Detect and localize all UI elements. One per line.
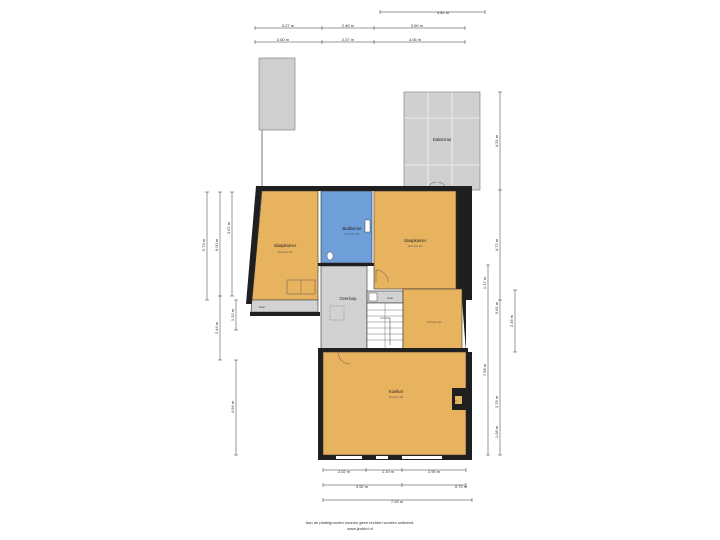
dim-bottom1-a: 2.02 m <box>338 469 351 474</box>
dim-bottom1-b: 1.19 m <box>382 469 395 474</box>
slaapkamer-left-area: m=n.nn m² <box>278 250 292 254</box>
hatch <box>329 305 345 321</box>
top-dimensions <box>254 10 486 44</box>
zolder-label: Koelkar <box>389 389 404 394</box>
room-mid <box>402 288 463 351</box>
dim-left-inner-a: 6.00 m <box>214 238 219 251</box>
badkamer <box>320 190 373 264</box>
dim-top1-a: 3.27 m <box>282 23 295 28</box>
badkamer-label: Badkamer <box>342 226 362 231</box>
dim-left-inner-b: 1.32 m <box>230 308 235 321</box>
toilet-icon <box>326 251 334 261</box>
badkamer-area: m=n.nn m² <box>345 232 359 236</box>
dim-bottom1-c: 2.95 m <box>428 469 441 474</box>
dim-top1-c: 3.59 m <box>411 23 424 28</box>
slaapkamer-right <box>373 190 457 290</box>
overloop-label: Overloop <box>340 296 358 301</box>
dim-right-outer-b: 4.72 m <box>494 238 499 251</box>
dim-bottom3-a: 7.03 m <box>391 499 404 504</box>
dakterras-label: Dakterras <box>433 137 451 142</box>
door-swing-icon <box>375 269 389 283</box>
dim-right-outer-a: 4.31 m <box>494 134 499 147</box>
zolder <box>322 351 467 456</box>
dim-right-inner-c: 2.36 m <box>509 314 514 327</box>
dim-left-outer-a: 5.73 m <box>201 238 206 251</box>
room-mid-area: m=n.nn m² <box>427 320 441 324</box>
dim-top2-b: 2.37 m <box>342 37 355 42</box>
kast-left-label: Kast <box>259 305 265 309</box>
bottom-dimensions <box>322 468 473 502</box>
dakterras <box>403 91 481 191</box>
walls <box>246 186 472 460</box>
footer-url: www.jimbird.nl <box>347 526 373 531</box>
dim-right-inner-b: 0.81 m <box>494 301 499 314</box>
left-dimensions <box>205 191 238 456</box>
dim-top2-c: 4.05 m <box>409 37 422 42</box>
dim-bottom2-a: 3.92 m <box>356 484 369 489</box>
dim-right-outer-c: 7.58 m <box>482 363 487 376</box>
dim-top1-b: 2.46 m <box>342 23 355 28</box>
door-swing-icon <box>337 351 351 365</box>
dim-right-inner-d: 1.76 m <box>494 395 499 408</box>
sink-icon <box>364 219 371 233</box>
right-dimensions <box>486 91 517 456</box>
dim-top0-a: 3.81 m <box>437 10 450 15</box>
dim-bottom2-b: 0.73 m <box>455 484 468 489</box>
bottom-windows <box>336 456 442 459</box>
roof-terrace-left <box>258 57 296 188</box>
footer-disclaimer: Aan de plattegronden kunnen geen rechten… <box>305 520 415 525</box>
slaapkamer-right-label: Slaapkamer <box>404 238 427 243</box>
dim-top2-a: 2.60 m <box>277 37 290 42</box>
dim-left-small: 3.67 m <box>226 221 231 234</box>
fireplace-label: fi <box>455 400 457 403</box>
dim-right-inner-e: 1.08 m <box>494 425 499 438</box>
fireplace-icon <box>452 388 466 410</box>
zolder-area: m=n.nn m² <box>389 395 403 399</box>
kast-right-label: Kast <box>387 296 393 300</box>
slaapkamer-left-label: Slaapkamer <box>274 243 297 248</box>
slaapkamer-right-area: m=n.nn m² <box>408 244 422 248</box>
dim-right-inner-a: 1.17 m <box>482 276 487 289</box>
dim-left-inner-c: 4.96 m <box>230 400 235 413</box>
dim-left-outer-b: 2.44 m <box>214 321 219 334</box>
stair-icon <box>366 302 404 351</box>
